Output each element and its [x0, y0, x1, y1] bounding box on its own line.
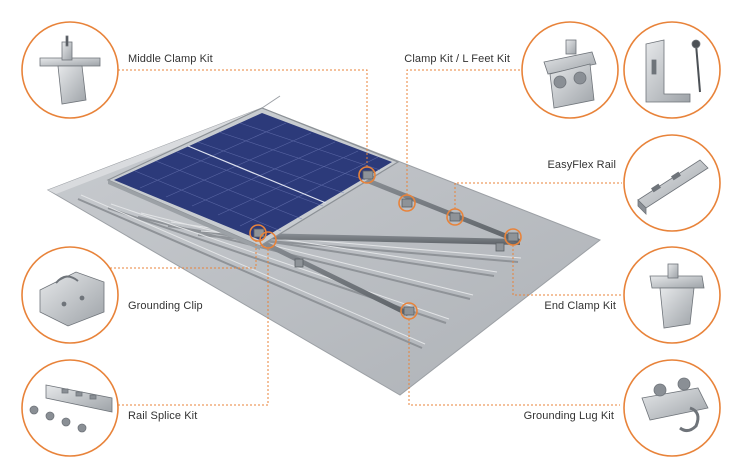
grounding-clip-label: Grounding Clip [128, 300, 203, 312]
clamp-kit-l-feet-kit-label: Clamp Kit / L Feet Kit [404, 53, 510, 65]
easyflex-rail-label: EasyFlex Rail [547, 159, 616, 171]
grounding-lug-icon [641, 377, 709, 433]
middle-clamp-kit-label: Middle Clamp Kit [128, 53, 213, 65]
clamp-kit-icon [543, 39, 597, 109]
rail-profile-icon [637, 159, 709, 215]
l-feet-icon [645, 39, 701, 103]
middle-clamp-icon [39, 35, 101, 105]
marker-rail-splice [259, 231, 277, 249]
end-clamp-kit-label: End Clamp Kit [544, 300, 616, 312]
easyflex-rails [252, 175, 520, 316]
leader-lines [110, 69, 622, 406]
end-clamp-icon [649, 263, 705, 329]
grounding-clip-icon [39, 271, 105, 327]
rail-hardware [253, 170, 519, 316]
rail-splice-kit-label: Rail Splice Kit [128, 410, 198, 422]
grounding-lug-kit-label: Grounding Lug Kit [523, 410, 614, 422]
solar-panel [106, 107, 400, 250]
rail-splice-icon [29, 384, 113, 433]
